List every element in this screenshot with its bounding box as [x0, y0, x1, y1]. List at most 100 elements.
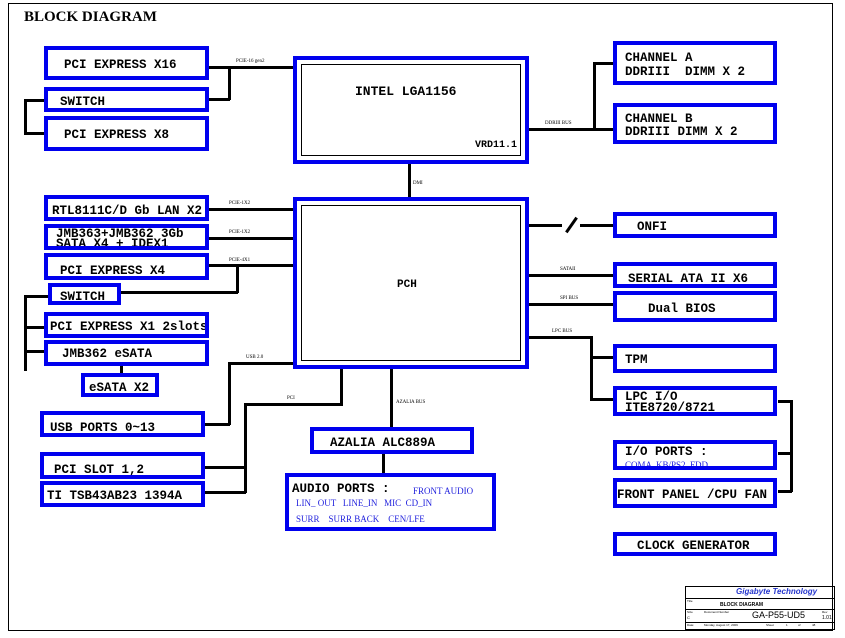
- block-label: JMB362 eSATA: [62, 347, 153, 361]
- wire-onfi-1: [528, 224, 562, 227]
- block-azalia[interactable]: AZALIA ALC889A: [310, 427, 474, 454]
- of-value: 48: [812, 623, 816, 627]
- wire-x8-v: [24, 99, 27, 134]
- company-name: Gigabyte Technology: [736, 587, 818, 596]
- wire-x4-v: [236, 264, 239, 293]
- block-audio-ports[interactable]: AUDIO PORTS : FRONT AUDIO LIN_ OUT LINE_…: [285, 473, 496, 531]
- block-label: I/O PORTS :: [625, 445, 708, 459]
- block-tpm[interactable]: TPM: [613, 344, 777, 373]
- block-label: AZALIA ALC889A: [330, 436, 436, 450]
- block-label: CHANNEL B: [625, 112, 693, 126]
- bus-label: PCI: [287, 396, 295, 401]
- block-label: TI TSB43AB23 1394A: [47, 489, 183, 503]
- vrd-label: VRD11.1: [474, 140, 517, 151]
- block-io-ports[interactable]: I/O PORTS :COMA KB/PS2 FDD: [613, 440, 777, 470]
- wire-ddr-a: [593, 62, 615, 65]
- wire-usb-v: [228, 362, 231, 425]
- wire-r2: [778, 452, 792, 455]
- block-jmb362[interactable]: JMB362 eSATA: [44, 340, 209, 366]
- block-pcie-x4[interactable]: PCI EXPRESS X4: [44, 253, 209, 280]
- drawing-frame: [8, 3, 833, 631]
- block-label: ITE8720/8721: [625, 401, 716, 415]
- wire-lpc-h: [528, 336, 592, 339]
- doc-number: GA-P55-UD5: [752, 610, 806, 620]
- wire-sw2-h2: [24, 326, 46, 329]
- wire-audio: [382, 452, 385, 474]
- bus-label: DMI: [413, 181, 423, 186]
- block-label: CHANNEL A: [625, 51, 693, 65]
- wire-x8-h2: [24, 132, 46, 135]
- block-pcie-x8[interactable]: PCI EXPRESS X8: [44, 116, 209, 151]
- block-pcie-x16[interactable]: PCI EXPRESS X16: [44, 46, 209, 80]
- block-label: SERIAL ATA II X6: [628, 272, 749, 286]
- wire-sw2-h3: [24, 350, 46, 353]
- block-pci-slot[interactable]: PCI SLOT 1,2: [40, 452, 205, 479]
- block-onfi[interactable]: ONFI: [613, 212, 777, 238]
- block-ti-1394[interactable]: TI TSB43AB23 1394A: [40, 481, 205, 507]
- block-label: LPC I/O: [625, 390, 678, 404]
- block-label: PCI EXPRESS X1 2slots: [50, 320, 208, 334]
- wire-spi: [528, 303, 614, 306]
- wire-usb-h: [228, 362, 294, 365]
- wire-ddr-v: [593, 62, 596, 130]
- wire-pci-slot: [204, 466, 246, 469]
- wire-switch-v: [228, 66, 231, 100]
- date-value: Monday, August 17, 2009: [704, 623, 738, 627]
- block-label: DDRIII DIMM X 2: [625, 65, 746, 79]
- wire-lpcio: [590, 398, 614, 401]
- block-label: CLOCK GENERATOR: [637, 539, 750, 553]
- bus-label: PCIE-16 gen2: [236, 59, 265, 64]
- wire-pcie16: [208, 66, 294, 69]
- block-label: TPM: [625, 353, 648, 367]
- block-label: ONFI: [637, 220, 668, 234]
- block-dual-bios[interactable]: Dual BIOS: [613, 291, 777, 322]
- doc-label: Document Number: [704, 610, 730, 614]
- bus-label: PCIE-1X2: [229, 230, 251, 235]
- block-clock[interactable]: CLOCK GENERATOR: [613, 532, 777, 556]
- audio-sub-label: LIN_ OUT LINE_IN MIC CD_IN: [296, 498, 433, 508]
- block-switch-mid[interactable]: SWITCH: [48, 283, 121, 305]
- wire-r3: [778, 490, 792, 493]
- wire-switch-h: [208, 98, 230, 101]
- size-value: C: [687, 615, 690, 620]
- bus-label: SPI BUS: [560, 296, 579, 301]
- wire-r-v: [790, 400, 793, 492]
- wire-onfi-2: [580, 224, 614, 227]
- bus-label: LPC BUS: [552, 329, 573, 334]
- wire-ddr: [528, 128, 614, 131]
- io-sub-label: COMA KB/PS2 FDD: [625, 460, 709, 470]
- wire-usb-h2: [204, 423, 230, 426]
- wire-pci-v: [244, 403, 247, 493]
- size-label: Size: [687, 610, 693, 614]
- wire-switch2: [120, 291, 238, 294]
- rev-label: Rev: [822, 610, 828, 614]
- block-esata[interactable]: eSATA X2: [81, 373, 159, 397]
- block-switch-top[interactable]: SWITCH: [44, 87, 209, 112]
- wire-azalia: [390, 368, 393, 428]
- wire-x4: [208, 264, 294, 267]
- block-lan[interactable]: RTL8111C/D Gb LAN X2: [44, 195, 209, 221]
- wire-x8-h1: [24, 99, 46, 102]
- bus-label: USB 2.0: [246, 355, 264, 360]
- audio-sub-label: FRONT AUDIO: [413, 486, 474, 496]
- block-front-panel[interactable]: FRONT PANEL /CPU FAN: [613, 478, 777, 508]
- rev-value: 1.01: [822, 615, 832, 621]
- block-sata[interactable]: SERIAL ATA II X6: [613, 262, 777, 288]
- block-label: USB PORTS 0~13: [50, 421, 156, 435]
- audio-sub-label: SURR SURR BACK CEN/LFE: [296, 514, 425, 524]
- sheet-title: BLOCK DIAGRAM: [720, 602, 764, 608]
- bus-label: PCIE-1X2: [229, 201, 251, 206]
- block-pcie-x1[interactable]: PCI EXPRESS X1 2slots: [44, 312, 209, 338]
- block-usb[interactable]: USB PORTS 0~13: [40, 411, 205, 437]
- wire-ti: [204, 491, 246, 494]
- sheet-label: Sheet: [766, 623, 774, 627]
- block-cpu[interactable]: INTEL LGA1156 VRD11.1: [293, 56, 529, 164]
- block-pch[interactable]: PCH: [293, 197, 529, 369]
- block-label: eSATA X2: [89, 381, 150, 395]
- block-label: SWITCH: [60, 290, 106, 304]
- wire-pci-up: [340, 368, 343, 406]
